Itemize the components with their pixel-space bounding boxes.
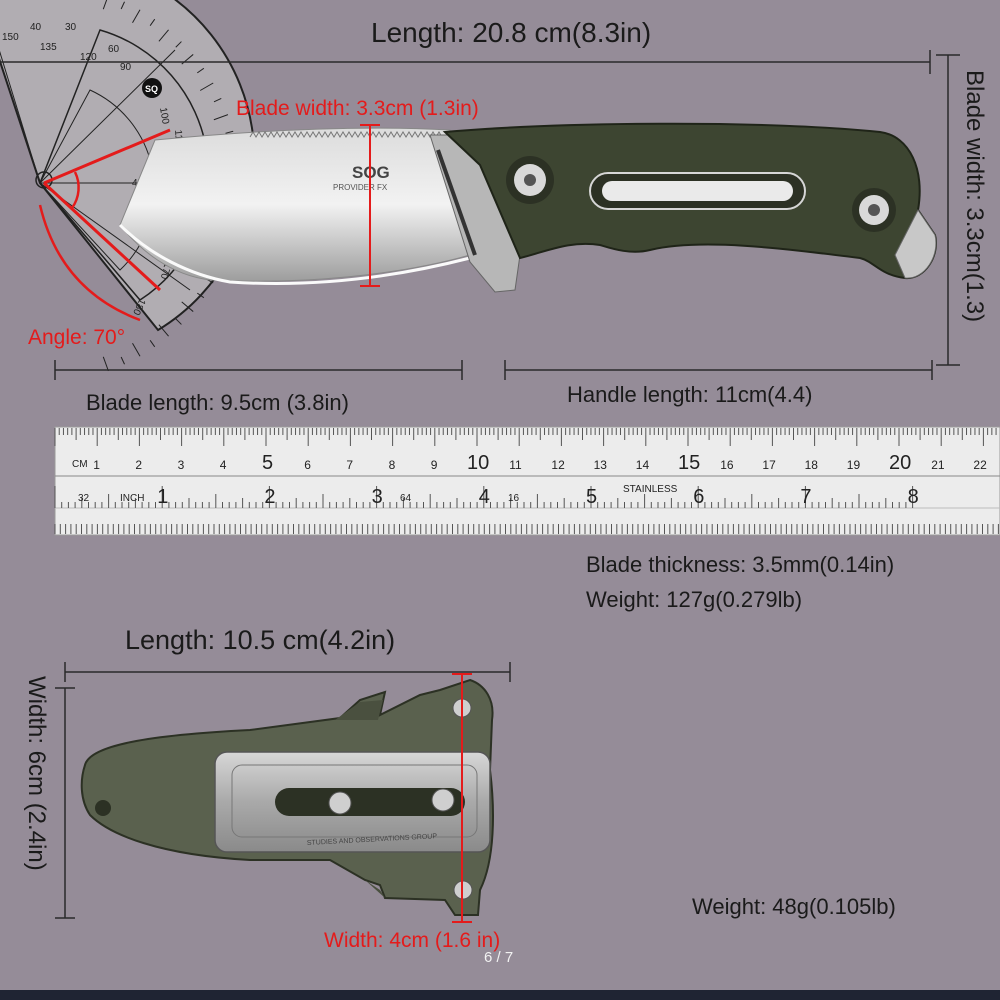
ruler-cm-number: 5 (262, 452, 273, 474)
blade-width-marker (360, 124, 380, 287)
ruler-cm-number: 19 (847, 458, 861, 472)
ruler-mark: 16 (508, 493, 520, 504)
ruler-inch-number: 8 (908, 486, 919, 508)
knife: SOG PROVIDER FX (118, 122, 937, 293)
ruler-inch-number: 4 (479, 486, 490, 508)
protractor-number: 40 (30, 22, 42, 33)
ruler-cm-number: 7 (346, 458, 353, 472)
handle-length-label: Handle length: 11cm(4.4) (567, 382, 813, 407)
dimension-lines (0, 50, 960, 919)
ruler-cm-number: 18 (805, 458, 819, 472)
blade-model: PROVIDER FX (333, 183, 388, 192)
ruler-cm-number: 10 (467, 452, 489, 474)
protractor-tick (175, 318, 182, 325)
sheath: STUDIES AND OBSERVATIONS GROUP (80, 678, 494, 916)
protractor-tick (102, 0, 108, 10)
protractor-badge: SQ (145, 84, 158, 94)
ruler-cm-number: 3 (178, 458, 185, 472)
sheath-weight-label: Weight: 48g(0.105lb) (692, 894, 896, 919)
ruler-inch-number: 3 (372, 486, 383, 508)
ruler-inch-number: 6 (693, 486, 704, 508)
protractor-tick (213, 114, 229, 121)
page-indicator: 6 / 7 (484, 949, 514, 966)
bottom-bar (0, 990, 1000, 1000)
ruler-cm-number: 4 (220, 458, 227, 472)
ruler-mark: 32 (78, 493, 90, 504)
ruler-cm-number: 1 (93, 458, 100, 472)
protractor-tick (158, 324, 169, 337)
ruler-inch-number: 1 (157, 486, 168, 508)
protractor-tick (149, 18, 156, 27)
protractor-tick (120, 356, 125, 365)
ruler-inch-number: 5 (586, 486, 597, 508)
ruler-inch-prefix: INCH (120, 493, 144, 504)
ruler-cm-number: 6 (304, 458, 311, 472)
protractor-number: 150 (2, 32, 19, 43)
ruler-mark: 64 (400, 493, 412, 504)
ruler-cm-number: 14 (636, 458, 650, 472)
ruler-cm-number: 9 (431, 458, 438, 472)
blade-width-side-label: Blade width: 3.3cm(1.3) (961, 70, 988, 323)
protractor-number: 100 (157, 107, 171, 126)
ruler-cm-number: 11 (509, 458, 522, 472)
protractor-number: 90 (120, 62, 132, 73)
protractor-tick (132, 9, 141, 24)
protractor-number: 60 (108, 44, 120, 55)
ruler-inch-number: 2 (264, 486, 275, 508)
protractor-tick (102, 356, 109, 372)
angle-label: Angle: 70° (28, 326, 126, 349)
protractor-tick (225, 130, 234, 134)
protractor-tick (196, 67, 205, 74)
protractor-number: 120 (80, 52, 97, 63)
protractor-number: 30 (65, 22, 77, 33)
sheath-width-label: Width: 4cm (1.6 in) (324, 929, 501, 952)
protractor-tick (181, 301, 194, 312)
blade-thickness-label: Blade thickness: 3.5mm(0.14in) (586, 552, 895, 577)
protractor-tick (213, 98, 222, 103)
ruler-cm-number: 13 (594, 458, 608, 472)
ruler-cm-number: 20 (889, 452, 911, 474)
knife-weight-label: Weight: 127g(0.279lb) (586, 587, 803, 612)
protractor-number: 135 (40, 42, 57, 53)
ruler-cm-number: 8 (389, 458, 396, 472)
blade-length-label: Blade length: 9.5cm (3.8in) (86, 390, 349, 415)
ruler-stamp: STAINLESS (623, 484, 678, 495)
total-length-label: Length: 20.8 cm(8.3in) (371, 17, 652, 48)
ruler-cm-number: 15 (678, 452, 700, 474)
ruler-cm-number: 21 (931, 458, 945, 472)
ruler-cm-number: 22 (973, 458, 987, 472)
ruler-cm-number: 17 (762, 458, 776, 472)
protractor-tick (120, 1, 125, 10)
protractor-tick (175, 41, 182, 48)
ruler-cm-prefix: CM (72, 459, 88, 470)
protractor-tick (196, 292, 205, 299)
protractor-tick (199, 82, 214, 91)
ruler-cm-number: 12 (551, 458, 565, 472)
sheath-length-label: Length: 10.5 cm(4.2in) (125, 625, 396, 655)
ruler-cm-number: 16 (720, 458, 734, 472)
sheath-width-side-label: Width: 6cm (2.4in) (23, 676, 50, 871)
protractor-tick (149, 339, 156, 348)
ruler-cm-number: 2 (135, 458, 142, 472)
ruler-inch-number: 7 (800, 486, 811, 508)
blade-width-label: Blade width: 3.3cm (1.3in) (236, 97, 479, 120)
protractor-tick (132, 342, 141, 357)
sheath-width-marker (452, 673, 472, 923)
protractor-tick (158, 29, 169, 42)
